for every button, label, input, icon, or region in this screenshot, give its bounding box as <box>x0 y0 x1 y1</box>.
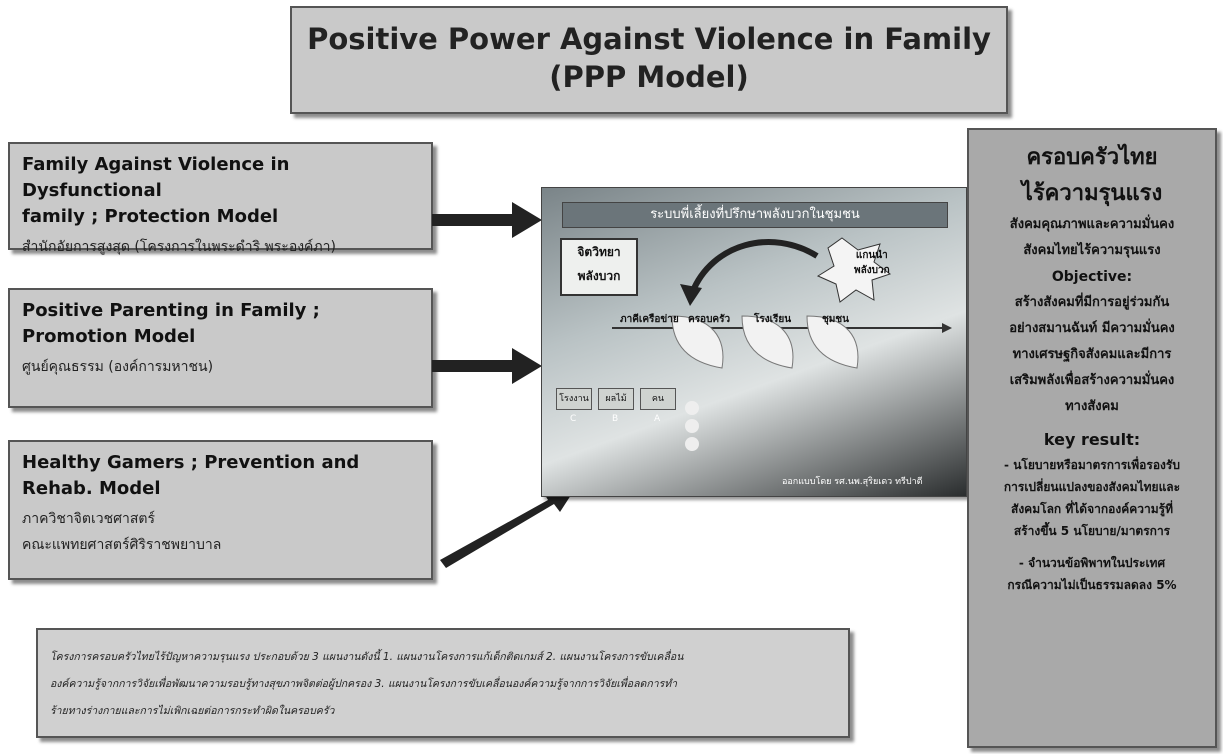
goal-line: สังคมไทยไร้ความรุนแรง <box>1023 243 1161 258</box>
objective-line: อย่างสมานฉันท์ มีความมั่นคง <box>1009 321 1175 336</box>
key-result-line: สร้างขึ้น 5 นโยบาย/มาตรการ <box>1013 524 1171 538</box>
small-label: B <box>612 414 619 424</box>
key-result-line: สังคมโลก ที่ได้จากองค์ความรู้ที่ <box>1011 502 1173 516</box>
stage-label: ครอบครัว <box>688 314 731 325</box>
stage-label: ชุมชน <box>822 314 850 325</box>
objective-line: สร้างสังคมที่มีการอยู่ร่วมกัน <box>1014 295 1170 310</box>
leader-line2: พลังบวก <box>854 265 890 276</box>
objective-line: ทางเศรษฐกิจสังคมและมีการ <box>1012 347 1172 362</box>
model-heading: Positive Parenting in Family ; <box>22 300 320 321</box>
note-line: องค์ความรู้จากการวิจัยเพื่อพัฒนาความรอบร… <box>50 678 678 690</box>
center-title: ระบบพี่เลี้ยงที่ปรึกษาพลังบวกในชุมชน <box>562 202 948 228</box>
title-line2: (PPP Model) <box>549 60 749 94</box>
key-result-line: การเปลี่ยนแปลงของสังคมไทยและ <box>1003 480 1181 494</box>
goal-heading: ครอบครัวไทย <box>1026 145 1158 170</box>
note-line: ร้ายทางร่างกายและการไม่เพิกเฉยต่อการกระท… <box>50 705 335 717</box>
protection-model-box: Family Against Violence in Dysfunctional… <box>8 142 433 255</box>
promotion-model-box: Positive Parenting in Family ; Promotion… <box>8 288 433 408</box>
center-graphic: ระบบพี่เลี้ยงที่ปรึกษาพลังบวกในชุมชน จิต… <box>541 187 967 497</box>
arrow-3 <box>440 478 582 568</box>
psy-line2: พลังบวก <box>577 269 621 283</box>
center-shapes <box>612 237 952 451</box>
leader-line1: แกนนำ <box>855 250 888 261</box>
note-box: โครงการครอบครัวไทยไร้ปัญหาความรุนแรง ประ… <box>36 628 850 738</box>
model-heading: Healthy Gamers ; Prevention and <box>22 452 360 473</box>
arrow-2 <box>432 348 542 384</box>
model-heading: family ; Protection Model <box>22 206 279 227</box>
small-box: ผลไม้ <box>598 388 634 410</box>
key-result-line: - จำนวนข้อพิพาทในประเทศ <box>1018 556 1166 570</box>
credit: ออกแบบโดย รศ.นพ.สุริยเดว ทรีปาตี <box>782 477 923 487</box>
goal-panel: ครอบครัวไทย ไร้ความรุนแรง สังคมคุณภาพและ… <box>967 128 1217 748</box>
model-sub: สำนักอัยการสูงสุด (โครงการในพระดำริ พระอ… <box>22 239 336 255</box>
key-result-line: กรณีความไม่เป็นธรรมลดลง 5% <box>1007 578 1177 592</box>
title-box: Positive Power Against Violence in Famil… <box>290 6 1008 114</box>
note-line: โครงการครอบครัวไทยไร้ปัญหาความรุนแรง ประ… <box>50 651 684 663</box>
psy-line1: จิตวิทยา <box>577 245 621 259</box>
stage-label: ภาคีเครือข่าย <box>620 314 679 325</box>
arrow-1 <box>432 202 542 238</box>
small-box: คน <box>640 388 676 410</box>
key-result-line: - นโยบายหรือมาตรการเพื่อรองรับ <box>1004 458 1180 472</box>
model-heading: Promotion Model <box>22 326 196 347</box>
objective-line: ทางสังคม <box>1065 399 1119 414</box>
objective-line: เสริมพลังเพื่อสร้างความมั่นคง <box>1009 373 1175 388</box>
key-result-label: key result: <box>1043 430 1141 449</box>
prevention-model-box: Healthy Gamers ; Prevention and Rehab. M… <box>8 440 433 580</box>
model-sub: ภาควิชาจิตเวชศาสตร์ <box>22 511 156 527</box>
small-label: C <box>570 414 577 424</box>
leader-label: แกนนำ พลังบวก <box>854 248 890 278</box>
goal-heading: ไร้ความรุนแรง <box>1021 181 1163 206</box>
goal-line: สังคมคุณภาพและความมั่นคง <box>1009 217 1175 232</box>
model-heading: Rehab. Model <box>22 478 161 499</box>
small-label: A <box>654 414 661 424</box>
model-sub: ศูนย์คุณธรรม (องค์การมหาชน) <box>22 359 214 375</box>
objective-label: Objective: <box>1051 269 1133 285</box>
small-box: โรงงาน <box>556 388 592 410</box>
stage-label: โรงเรียน <box>754 314 792 325</box>
model-sub: คณะแพทยศาสตร์ศิริราชพยาบาล <box>22 537 222 553</box>
positive-psychology-box: จิตวิทยา พลังบวก <box>560 238 638 296</box>
model-heading: Family Against Violence in Dysfunctional <box>22 154 290 201</box>
title-line1: Positive Power Against Violence in Famil… <box>307 22 991 56</box>
